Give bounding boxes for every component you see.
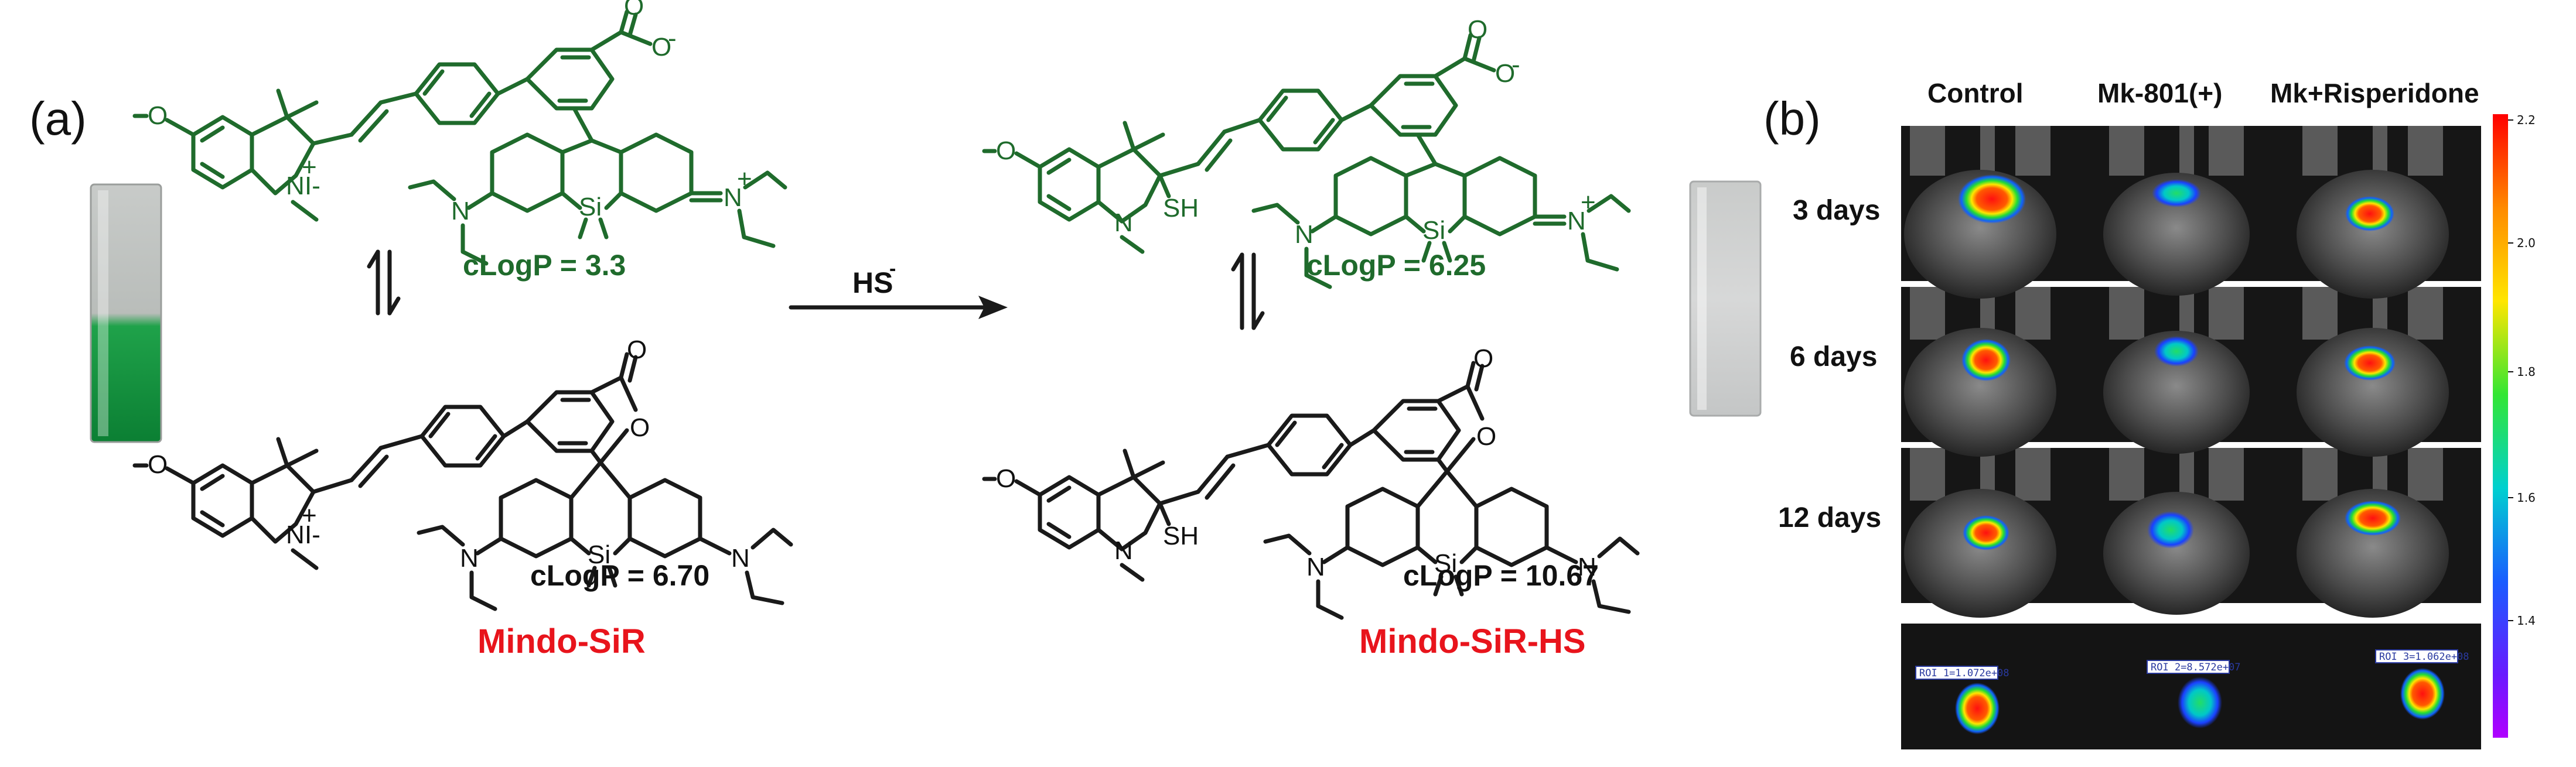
roi-label-2: ROI 2=8.572e+07 bbox=[2151, 662, 2241, 673]
row-label-6-days: 6 days bbox=[1790, 341, 1877, 372]
imaging-panel: Control Mk-801(+) Mk+Risperidone 3 days … bbox=[1778, 78, 2536, 749]
methoxy-o-label-3: O bbox=[996, 136, 1016, 165]
colorbar bbox=[2493, 114, 2508, 738]
column-header-control: Control bbox=[1927, 78, 2024, 108]
left-amine-n-label-4: N bbox=[1306, 553, 1325, 581]
colorbar-tick-2-2: 2.2 bbox=[2517, 113, 2536, 127]
roi-label-3: ROI 3=1.062e+08 bbox=[2379, 651, 2469, 663]
si-label-3: Si bbox=[1422, 216, 1445, 245]
iodide-label-2: I- bbox=[305, 521, 320, 549]
reagent-label: HS bbox=[852, 266, 893, 299]
mindo-sir-hs-closed-form: O N SH O O Si bbox=[982, 344, 1640, 620]
indolium-n-label-2: N bbox=[286, 521, 305, 549]
lactone-carbonyl-o-label-4: O bbox=[1473, 344, 1493, 373]
ex-vivo-brains: ROI 1=1.072e+08 ROI 2=8.572e+07 ROI 3=1.… bbox=[1915, 649, 2469, 734]
column-header-mk801: Mk-801(+) bbox=[2097, 78, 2222, 108]
colorbar-tick-1-4: 1.4 bbox=[2517, 614, 2536, 628]
mindo-sir-hs-open-form: O N SH O O - Si bbox=[982, 15, 1631, 289]
right-amine-n-label-2: N bbox=[731, 544, 750, 573]
fluorescence-signals bbox=[1958, 174, 2401, 550]
thiol-indoline-n-label: N bbox=[1114, 208, 1133, 237]
cuvette-colorless bbox=[1689, 180, 1762, 417]
left-bottom-clogp: cLogP = 6.70 bbox=[530, 559, 709, 592]
column-header-risperidone: Mk+Risperidone bbox=[2270, 78, 2479, 108]
carboxylate-o1-label: O bbox=[624, 0, 644, 20]
colorbar-tick-1-8: 1.8 bbox=[2517, 365, 2536, 379]
right-compound-name: Mindo-SiR-HS bbox=[1359, 622, 1586, 660]
indolium-n-label: N bbox=[286, 172, 305, 200]
right-bottom-clogp: cLogP = 10.67 bbox=[1403, 559, 1599, 592]
left-amine-n-label-3: N bbox=[1295, 220, 1313, 249]
carboxylate-o2-label-3: O bbox=[1495, 59, 1515, 88]
colorbar-tick-1-6: 1.6 bbox=[2517, 491, 2536, 505]
methoxy-o-label: O bbox=[148, 101, 168, 130]
lactone-carbonyl-o-label: O bbox=[627, 335, 647, 364]
carboxylate-o2-label: O bbox=[651, 33, 671, 61]
mindo-sir-open-form: O N + I- O O - bbox=[132, 0, 787, 282]
reagent-charge: - bbox=[889, 258, 896, 280]
right-iminium-n-label-3: N bbox=[1567, 207, 1586, 235]
right-top-clogp: cLogP = 6.25 bbox=[1306, 249, 1486, 282]
carboxylate-o1-label-3: O bbox=[1468, 15, 1487, 44]
reaction-arrow bbox=[789, 296, 1008, 319]
methoxy-o-label-4: O bbox=[996, 464, 1016, 493]
row-label-12-days: 12 days bbox=[1778, 502, 1881, 533]
panel-label-a: (a) bbox=[29, 93, 87, 145]
sh-label: SH bbox=[1163, 194, 1199, 222]
cuvette-green bbox=[90, 183, 162, 443]
left-compound-name: Mindo-SiR bbox=[477, 622, 646, 660]
row-label-3-days: 3 days bbox=[1793, 195, 1880, 226]
equilibrium-arrows-right bbox=[1231, 252, 1265, 330]
right-iminium-n-label: N bbox=[724, 183, 742, 212]
left-top-clogp: cLogP = 3.3 bbox=[463, 249, 626, 282]
sh-label-4: SH bbox=[1163, 522, 1199, 550]
thiol-indoline-n-label-4: N bbox=[1114, 536, 1133, 565]
iodide-label: I- bbox=[305, 172, 320, 200]
left-amine-n-label-2: N bbox=[460, 544, 479, 573]
si-label-4: Si bbox=[1434, 549, 1457, 578]
right-amine-n-label-4: N bbox=[1578, 553, 1596, 581]
roi-label-1: ROI 1=1.072e+08 bbox=[1919, 667, 2009, 679]
lactone-ring-o-label-4: O bbox=[1476, 422, 1496, 451]
indolium-plus: + bbox=[302, 153, 317, 182]
indolium-plus-2: + bbox=[302, 501, 317, 530]
left-amine-n-label: N bbox=[451, 197, 470, 225]
lactone-ring-o-label: O bbox=[630, 413, 650, 442]
colorbar-ticks: 2.2 2.0 1.8 1.6 1.4 bbox=[2508, 113, 2536, 628]
mouse-images bbox=[1904, 170, 2449, 618]
carboxylate-charge: - bbox=[668, 24, 677, 53]
si-label: Si bbox=[579, 193, 602, 221]
si-label-2: Si bbox=[588, 540, 610, 569]
mindo-sir-closed-form: O N + I- O O bbox=[132, 335, 793, 611]
carboxylate-charge-3: - bbox=[1512, 50, 1520, 79]
colorbar-tick-2-0: 2.0 bbox=[2517, 236, 2536, 250]
equilibrium-arrows-left bbox=[367, 249, 401, 316]
panel-label-b: (b) bbox=[1763, 93, 1821, 145]
methoxy-o-label-2: O bbox=[148, 450, 168, 479]
